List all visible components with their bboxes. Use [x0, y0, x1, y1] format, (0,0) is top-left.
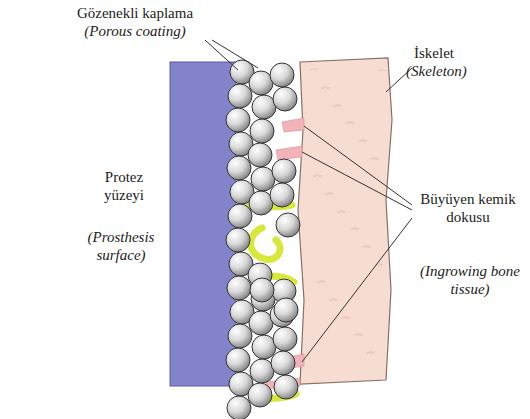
- prosthesis-surface: [170, 62, 236, 386]
- coating-sphere: [226, 228, 250, 252]
- bone-grain: [337, 212, 345, 214]
- coating-sphere: [270, 183, 294, 207]
- bone-grain: [379, 70, 387, 72]
- coating-sphere: [227, 276, 251, 300]
- bone-grain: [355, 334, 363, 336]
- bone-grain: [351, 228, 359, 230]
- bone-texture: [310, 69, 387, 355]
- coating-sphere: [249, 71, 273, 95]
- bone-grain: [314, 175, 322, 177]
- bone-grain: [371, 158, 379, 160]
- coating-sphere: [248, 383, 272, 407]
- coating-sphere: [228, 324, 252, 348]
- label-prosthesis-surface-en: (Prosthesis surface): [76, 228, 166, 264]
- coating-sphere: [228, 204, 252, 228]
- skeleton-bone: [298, 58, 392, 384]
- coating-sphere: [252, 335, 276, 359]
- bone-grain: [326, 193, 334, 195]
- bone-grain: [358, 141, 366, 143]
- coating-sphere: [274, 298, 298, 322]
- coating-sphere: [270, 63, 294, 87]
- label-ingrowing-bone-en: (Ingrowing bone tissue): [418, 262, 522, 298]
- bone-grain: [363, 246, 371, 248]
- bone-grain: [367, 352, 375, 354]
- bone-grain: [342, 317, 350, 319]
- bone-grain: [322, 87, 330, 89]
- label-porous-coating: Gözenekli kaplama: [40, 4, 230, 22]
- bone-grain: [313, 176, 321, 178]
- label-skeleton: İskelet: [414, 44, 524, 62]
- coating-sphere: [228, 84, 252, 108]
- bone-grain: [350, 229, 358, 231]
- bone-grain: [354, 335, 362, 337]
- bone-grain: [317, 282, 325, 284]
- coating-sphere: [250, 119, 274, 143]
- bone-grain: [366, 353, 374, 355]
- leader-lines: [205, 40, 412, 362]
- bone-grain: [362, 247, 370, 249]
- coating-sphere: [226, 348, 250, 372]
- bone-grain: [341, 318, 349, 320]
- coating-sphere: [226, 108, 250, 132]
- bone-grain: [318, 281, 326, 283]
- coating-sphere: [248, 143, 272, 167]
- bone-grain: [333, 106, 341, 108]
- bone-grain: [359, 140, 367, 142]
- bone-grain: [347, 122, 355, 124]
- coating-sphere: [227, 156, 251, 180]
- coating-sphere: [251, 167, 275, 191]
- bone-grain: [321, 88, 329, 90]
- coating-sphere: [276, 213, 300, 237]
- bone-grain: [346, 123, 354, 125]
- porous-coating-spheres: [226, 60, 300, 419]
- coating-sphere: [271, 351, 295, 375]
- label-porous-coating-en: (Porous coating): [40, 22, 230, 40]
- label-skeleton-en: (Skeleton): [406, 62, 516, 80]
- label-ingrowing-bone: Büyüyen kemik dokusu: [418, 190, 518, 226]
- coating-sphere: [273, 327, 297, 351]
- coating-sphere: [252, 95, 276, 119]
- coating-sphere: [249, 311, 273, 335]
- coating-sphere: [227, 396, 251, 419]
- coating-sphere: [249, 191, 273, 215]
- bone-grain: [325, 194, 333, 196]
- bone-grain: [310, 69, 318, 71]
- bone-grain: [330, 299, 338, 301]
- coating-sphere: [250, 278, 274, 302]
- coating-sphere: [273, 87, 297, 111]
- bone-grain: [329, 300, 337, 302]
- bone-grain: [370, 159, 378, 161]
- coating-sphere: [272, 159, 296, 183]
- coating-sphere: [250, 359, 274, 383]
- coating-sphere: [274, 375, 298, 399]
- label-prosthesis-surface: Protez yüzeyi: [84, 168, 164, 204]
- bone-grain: [334, 105, 342, 107]
- bone-grain: [338, 211, 346, 213]
